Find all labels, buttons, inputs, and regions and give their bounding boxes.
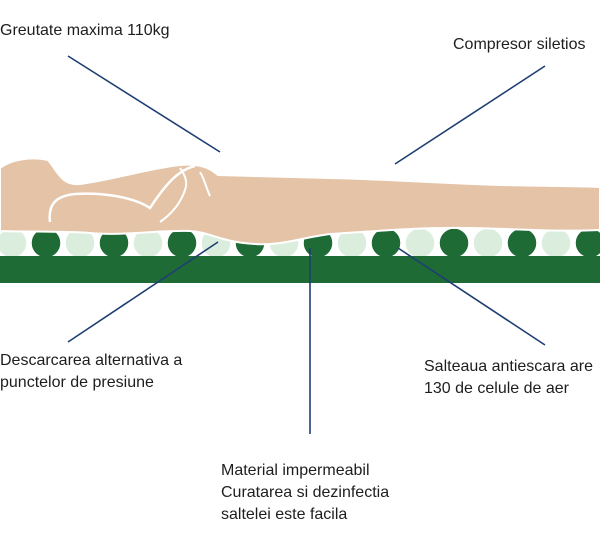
compressor-label: Compresor siletios [453, 34, 585, 56]
weight-text: Greutate maxima 110kg [0, 22, 170, 39]
mattress-cells-label: Salteaua antiescara are 130 de celule de… [424, 356, 593, 400]
mattress-base [0, 256, 600, 283]
air-cell-deflated [404, 227, 436, 259]
air-cell-inflated [574, 227, 600, 259]
weight-label: Greutate maxima 110kg [0, 20, 170, 42]
air-cell-deflated [0, 227, 28, 259]
material-line-2: Curatarea si dezinfectia [221, 484, 390, 501]
material-label: Material impermeabil Curatarea si dezinf… [221, 460, 389, 526]
leader-weight [67, 55, 221, 153]
air-cell-inflated [438, 227, 470, 259]
patient-hip-line [199, 171, 211, 197]
material-line-3: saltelei este facila [221, 506, 348, 523]
air-cell-inflated [506, 227, 538, 259]
alternating-pressure-label: Descarcarea alternativa a punctelor de p… [0, 350, 182, 394]
leader-alternating [67, 241, 219, 343]
patient-torso-line [159, 167, 188, 223]
leader-compressor [394, 65, 546, 165]
air-cell-inflated [166, 227, 198, 259]
air-cell-deflated [472, 227, 504, 259]
material-line-1: Material impermeabil [221, 462, 370, 479]
alternating-line-1: Descarcarea alternativa a [0, 352, 183, 369]
alternating-line-2: punctelor de presiune [0, 374, 154, 391]
cells-line-1: Salteaua antiescara are [424, 358, 593, 375]
patient-body [0, 157, 600, 246]
cells-line-2: 130 de celule de aer [424, 380, 569, 397]
compressor-text: Compresor siletios [453, 36, 586, 53]
patient-arm [48, 164, 196, 223]
air-cell-deflated [540, 227, 572, 259]
leader-cells [397, 247, 546, 346]
air-cell-inflated [370, 227, 402, 259]
